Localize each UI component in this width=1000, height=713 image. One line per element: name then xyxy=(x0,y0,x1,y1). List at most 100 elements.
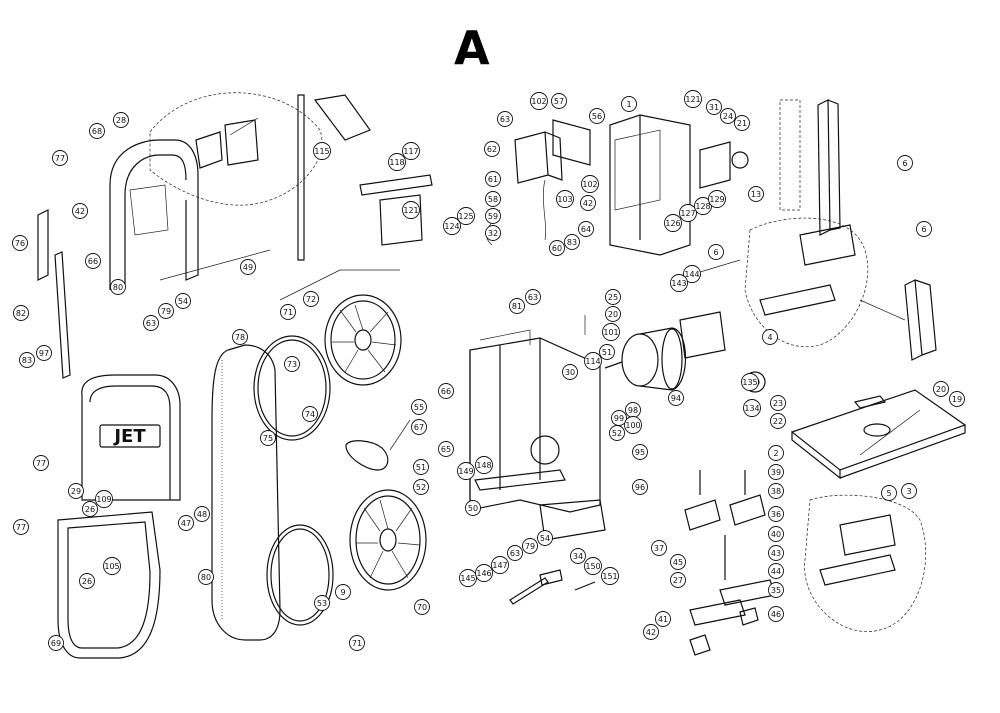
callout-label: 58 xyxy=(488,195,498,204)
callout-c82: 82 xyxy=(13,305,29,321)
callout-c23: 23 xyxy=(770,395,786,411)
callout-c51b: 51 xyxy=(413,459,429,475)
callout-c42a: 42 xyxy=(72,203,88,219)
callout-label: 38 xyxy=(771,487,781,496)
callout-label: 42 xyxy=(75,207,85,216)
callout-c40: 40 xyxy=(768,526,784,542)
callout-label: 98 xyxy=(628,406,638,415)
callout-label: 83 xyxy=(22,356,32,365)
callout-c55: 55 xyxy=(411,399,427,415)
callout-label: 51 xyxy=(602,348,612,357)
callout-label: 102 xyxy=(531,97,546,106)
callout-c143: 143 xyxy=(670,274,688,292)
callout-c52a: 52 xyxy=(609,425,625,441)
callout-c51a: 51 xyxy=(599,344,615,360)
blade-guard-bar xyxy=(37,209,71,379)
callout-c144: 144 xyxy=(683,265,701,283)
callout-c72: 72 xyxy=(303,291,319,307)
callout-c100: 100 xyxy=(624,416,642,434)
callout-label: 77 xyxy=(36,459,46,468)
callout-c71b: 71 xyxy=(349,635,365,651)
callout-label: 36 xyxy=(771,510,781,519)
callout-label: 3 xyxy=(906,487,911,496)
callout-c60: 60 xyxy=(549,240,565,256)
callout-label: 80 xyxy=(201,573,211,582)
callout-label: 96 xyxy=(635,483,645,492)
callout-c117: 117 xyxy=(402,142,420,160)
callout-label: 79 xyxy=(525,542,535,551)
callout-label: 77 xyxy=(16,523,26,532)
callout-c48: 48 xyxy=(194,506,210,522)
callout-label: 118 xyxy=(389,158,404,167)
v-belt xyxy=(345,440,389,471)
callout-c45: 45 xyxy=(670,554,686,570)
callout-c61: 61 xyxy=(485,171,501,187)
callout-label: 63 xyxy=(500,115,510,124)
callout-label: 151 xyxy=(602,572,617,581)
table-trunnions xyxy=(684,470,776,656)
callout-label: 115 xyxy=(314,147,329,156)
callout-label: 31 xyxy=(709,103,719,112)
callout-label: 26 xyxy=(85,505,95,514)
callout-label: 61 xyxy=(488,175,498,184)
callout-c80a: 80 xyxy=(110,279,126,295)
callout-c20b: 20 xyxy=(605,306,621,322)
callout-label: 146 xyxy=(476,569,491,578)
callout-c25: 25 xyxy=(605,289,621,305)
callout-c13: 13 xyxy=(748,186,764,202)
callout-label: 76 xyxy=(15,239,25,248)
lower-wheel xyxy=(349,489,427,591)
callout-label: 109 xyxy=(96,495,111,504)
callout-label: 9 xyxy=(340,588,345,597)
callout-c98: 98 xyxy=(625,402,641,418)
callout-c66b: 66 xyxy=(438,383,454,399)
callout-c6c: 6 xyxy=(916,221,932,237)
callout-c62: 62 xyxy=(484,141,500,157)
callout-label: 59 xyxy=(488,212,498,221)
callout-label: 78 xyxy=(235,333,245,342)
callout-c79b: 79 xyxy=(522,538,538,554)
callout-label: 145 xyxy=(460,574,475,583)
callout-c49: 49 xyxy=(240,259,256,275)
callout-c125: 125 xyxy=(457,207,475,225)
lower-guide-assembly xyxy=(759,224,896,586)
callout-label: 32 xyxy=(488,229,498,238)
callout-label: 56 xyxy=(592,112,602,121)
callout-c54a: 54 xyxy=(175,293,191,309)
callout-c147: 147 xyxy=(491,556,509,574)
callout-c151: 151 xyxy=(601,567,619,585)
callout-label: 19 xyxy=(952,395,962,404)
callout-label: 4 xyxy=(767,333,772,342)
callout-label: 100 xyxy=(625,421,640,430)
switch-box xyxy=(486,119,591,246)
callout-c53: 53 xyxy=(314,595,330,611)
callout-c68: 68 xyxy=(89,123,105,139)
callout-label: 25 xyxy=(608,293,618,302)
callout-label: 127 xyxy=(680,209,695,218)
callout-label: 66 xyxy=(441,387,451,396)
callout-label: 23 xyxy=(773,399,783,408)
callout-c77c: 77 xyxy=(13,519,29,535)
callout-c66a: 66 xyxy=(85,253,101,269)
callout-c32: 32 xyxy=(485,225,501,241)
callout-label: 28 xyxy=(116,116,126,125)
callout-c83a: 83 xyxy=(19,352,35,368)
guide-post xyxy=(817,99,937,361)
callout-label: 13 xyxy=(751,190,761,199)
callout-c78: 78 xyxy=(232,329,248,345)
callout-c29: 29 xyxy=(68,483,84,499)
callout-label: 134 xyxy=(744,404,759,413)
callout-c105: 105 xyxy=(103,557,121,575)
callout-c6b: 6 xyxy=(708,244,724,260)
callout-c37: 37 xyxy=(651,540,667,556)
callout-c67: 67 xyxy=(411,419,427,435)
leader-lines xyxy=(159,117,906,451)
callout-label: 26 xyxy=(82,577,92,586)
callout-c27: 27 xyxy=(670,572,686,588)
callout-label: 52 xyxy=(612,429,622,438)
callout-c34: 34 xyxy=(570,548,586,564)
callout-c44: 44 xyxy=(768,563,784,579)
callout-label: 101 xyxy=(603,328,618,337)
callout-label: 149 xyxy=(458,467,473,476)
callout-label: 74 xyxy=(305,410,315,419)
